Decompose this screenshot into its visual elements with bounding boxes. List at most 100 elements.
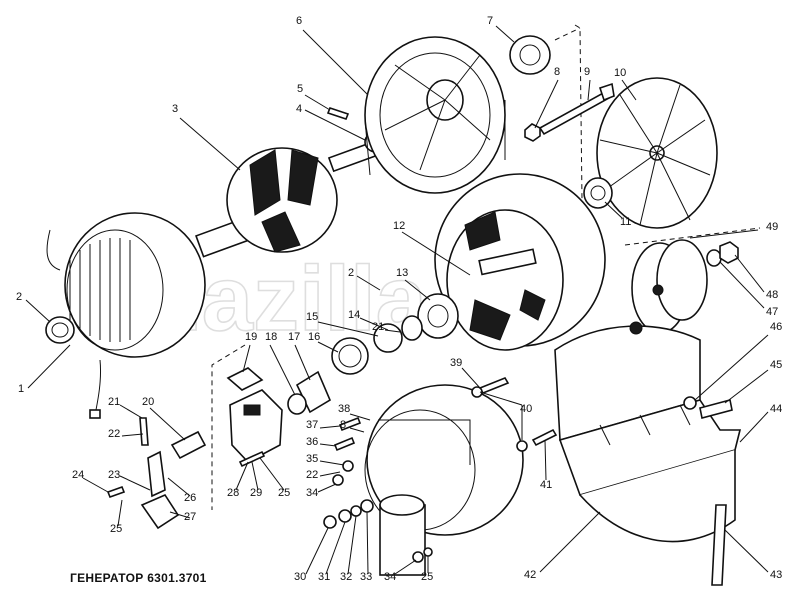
leader-line-6 xyxy=(302,29,369,96)
leader-line-1 xyxy=(27,344,71,389)
leader-line-20 xyxy=(149,407,186,441)
leader-line-13 xyxy=(404,279,431,301)
pulley-part xyxy=(631,239,708,334)
washer-ring-part xyxy=(401,315,423,341)
rotor-part xyxy=(195,141,378,258)
callout-number-22b: 22 xyxy=(306,469,318,481)
leader-line-24 xyxy=(82,477,109,493)
front-cover-part xyxy=(364,36,506,194)
nut-34b-part xyxy=(412,551,424,563)
callout-number-37: 37 xyxy=(306,419,318,431)
callout-number-42: 42 xyxy=(524,569,536,581)
callout-number-10: 10 xyxy=(614,67,626,79)
nut-33-part xyxy=(360,499,374,513)
callout-number-47: 47 xyxy=(766,306,778,318)
assembly-axis-right xyxy=(624,227,761,246)
assembly-axis-brush xyxy=(211,344,246,510)
brush-holder-part xyxy=(229,389,283,463)
callout-number-14: 14 xyxy=(348,309,360,321)
callout-number-24: 24 xyxy=(72,469,84,481)
seal-ring-part xyxy=(331,337,369,375)
leader-line-38 xyxy=(349,413,371,421)
leader-line-19 xyxy=(242,344,251,373)
callout-number-38: 38 xyxy=(338,403,350,415)
callout-number-34b: 34 xyxy=(384,571,396,583)
bearing-ring-left xyxy=(45,316,75,344)
leader-line-46 xyxy=(694,334,769,401)
leader-line-39 xyxy=(461,367,481,389)
brush-part xyxy=(147,450,166,498)
callout-number-40: 40 xyxy=(520,403,532,415)
tie-bolt-part xyxy=(538,82,615,136)
callout-number-43: 43 xyxy=(770,569,782,581)
callout-number-35: 35 xyxy=(306,453,318,465)
callout-number-6: 6 xyxy=(296,15,302,27)
leader-line-22b xyxy=(319,471,341,477)
nut-40a-part xyxy=(471,386,483,398)
leader-line-34a xyxy=(317,483,337,493)
callout-number-12: 12 xyxy=(393,220,405,232)
callout-number-11: 11 xyxy=(620,216,631,228)
rectifier-housing-part xyxy=(434,173,606,351)
spacer-part xyxy=(583,177,613,209)
bolt-36-part xyxy=(333,436,356,452)
callout-number-16: 16 xyxy=(308,331,320,343)
callout-number-31: 31 xyxy=(318,571,330,583)
callout-number-23: 23 xyxy=(108,469,120,481)
callout-number-32: 32 xyxy=(340,571,352,583)
callout-number-25b: 25 xyxy=(278,487,290,499)
washer-31-part xyxy=(338,509,352,523)
leader-line-37 xyxy=(319,425,341,429)
callout-number-27: 27 xyxy=(184,511,196,523)
leader-line-27 xyxy=(169,511,191,519)
callout-number-8b: 8 xyxy=(340,419,346,431)
leader-line-44 xyxy=(739,411,769,443)
callout-number-48: 48 xyxy=(766,289,778,301)
leader-line-40 xyxy=(479,391,523,406)
leader-line-41 xyxy=(544,439,547,481)
bolt-41-part xyxy=(531,428,558,447)
fan-part xyxy=(596,77,718,229)
terminal-plate-part xyxy=(140,493,180,530)
leader-line-8b xyxy=(349,427,365,433)
callout-number-8a: 8 xyxy=(554,66,560,78)
callout-number-26: 26 xyxy=(184,492,196,504)
callout-number-7: 7 xyxy=(487,15,493,27)
callout-number-1: 1 xyxy=(18,383,24,395)
leader-line-2a xyxy=(25,299,51,323)
leader-line-25b xyxy=(259,457,285,491)
leader-line-16 xyxy=(317,341,339,353)
callout-number-13: 13 xyxy=(396,267,408,279)
leader-line-21b xyxy=(384,329,401,333)
callout-number-9: 9 xyxy=(584,66,590,78)
leader-line-22a xyxy=(121,433,144,437)
leader-line-28 xyxy=(235,461,249,491)
screw-21-part xyxy=(139,417,149,446)
mounting-bracket-part xyxy=(554,321,742,543)
callout-number-4: 4 xyxy=(296,103,302,115)
leader-line-2b xyxy=(356,275,381,291)
leader-line-18 xyxy=(269,344,296,396)
bolt-43-part xyxy=(711,504,727,586)
callout-number-17: 17 xyxy=(288,331,300,343)
callout-number-5: 5 xyxy=(297,83,303,95)
leader-line-17 xyxy=(294,344,311,381)
leader-line-35 xyxy=(319,460,345,466)
callout-number-39: 39 xyxy=(450,357,462,369)
nut-30-part xyxy=(323,515,337,529)
front-bearing-part xyxy=(509,35,551,75)
callout-number-28: 28 xyxy=(227,487,239,499)
leader-line-45 xyxy=(724,369,769,404)
callout-number-2b: 2 xyxy=(348,267,354,279)
leader-line-4 xyxy=(304,109,366,141)
leader-line-3 xyxy=(179,117,241,171)
callout-number-41: 41 xyxy=(540,479,552,491)
washer-25c-part xyxy=(423,547,433,557)
leader-line-33 xyxy=(366,511,369,575)
gasket-part xyxy=(226,367,264,391)
nut-48-part xyxy=(719,241,739,264)
leader-line-15 xyxy=(317,321,379,337)
